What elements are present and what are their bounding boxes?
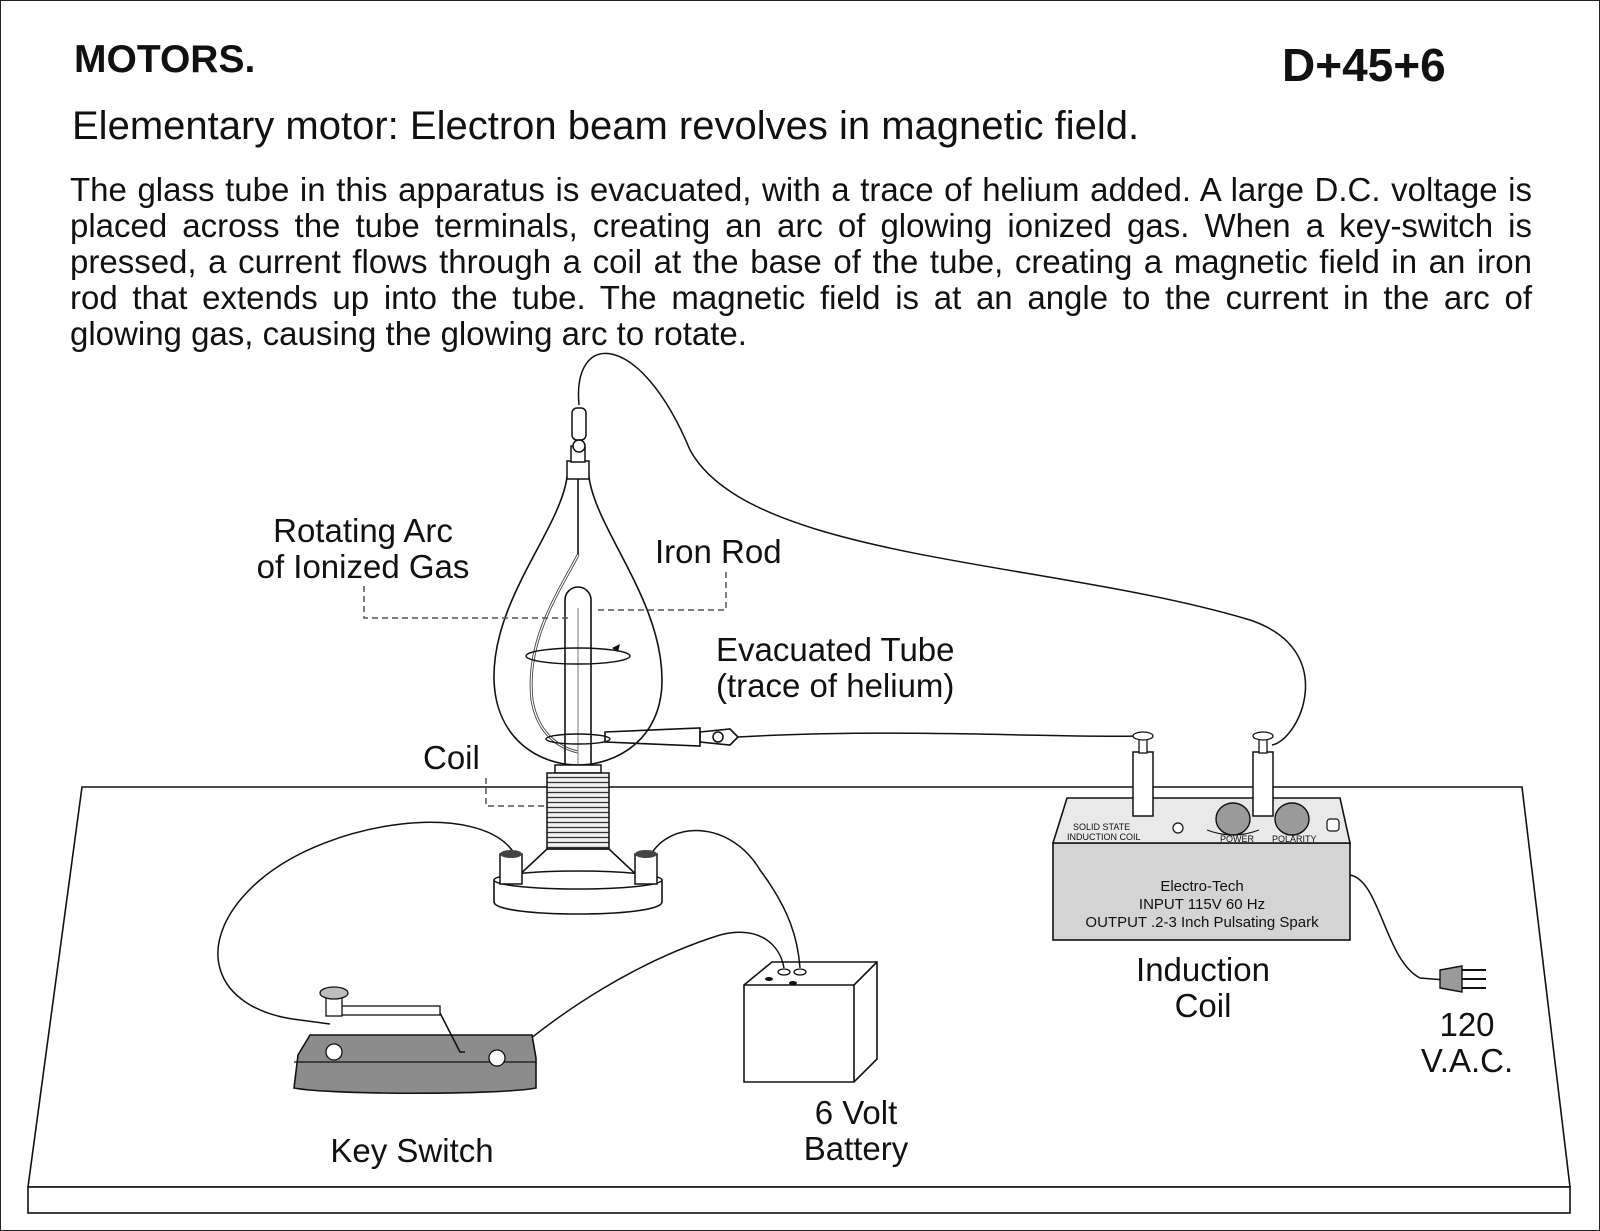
key-switch bbox=[293, 986, 537, 1095]
wire-side-electrode bbox=[737, 732, 1143, 738]
label-vac-line2: V.A.C. bbox=[1421, 1042, 1513, 1079]
coil-and-stand bbox=[493, 764, 663, 915]
wire-coil-to-battery bbox=[649, 829, 801, 969]
wire-power-cord bbox=[1349, 874, 1446, 981]
wire-keyswitch-to-battery bbox=[496, 931, 785, 1068]
label-iron-rod: Iron Rod bbox=[655, 533, 782, 570]
input-spec-text: INPUT 115V 60 Hz bbox=[1139, 896, 1265, 913]
output-spec-text: OUTPUT .2-3 Inch Pulsating Spark bbox=[1085, 914, 1319, 931]
demo-subtitle: Elementary motor: Electron beam revolves… bbox=[72, 104, 1140, 148]
demo-description: The glass tube in this apparatus is evac… bbox=[70, 171, 1532, 352]
label-evacuated-tube-line2: (trace of helium) bbox=[716, 667, 954, 704]
panel-label-2: INDUCTION COIL bbox=[1067, 832, 1141, 842]
wire-top-electrode bbox=[577, 352, 1307, 746]
label-induction-coil-line1: Induction bbox=[1136, 951, 1270, 988]
power-plug bbox=[1439, 965, 1486, 993]
side-clip bbox=[699, 728, 740, 746]
label-coil: Coil bbox=[423, 739, 480, 776]
label-rotating-arc-line2: of Ionized Gas bbox=[257, 548, 470, 585]
wire-coil-to-keyswitch bbox=[217, 821, 515, 1025]
panel-label-1: SOLID STATE bbox=[1073, 822, 1130, 832]
label-battery-line2: Battery bbox=[804, 1130, 909, 1167]
induction-coil-unit: SOLID STATE INDUCTION COIL POWER POLARIT… bbox=[1051, 731, 1351, 941]
label-battery-line1: 6 Volt bbox=[815, 1094, 898, 1131]
leader-lines bbox=[363, 572, 727, 807]
brand-text: Electro-Tech bbox=[1160, 878, 1243, 895]
wires bbox=[217, 352, 1446, 1068]
label-rotating-arc-line1: Rotating Arc bbox=[273, 512, 453, 549]
label-vac-line1: 120 bbox=[1439, 1006, 1494, 1043]
evacuated-tube bbox=[493, 445, 701, 766]
category-heading: MOTORS. bbox=[74, 38, 256, 81]
label-induction-coil-line2: Coil bbox=[1175, 987, 1232, 1024]
power-knob-label: POWER bbox=[1220, 834, 1255, 844]
polarity-knob-label: POLARITY bbox=[1272, 834, 1317, 844]
label-key-switch: Key Switch bbox=[330, 1132, 493, 1169]
battery bbox=[743, 961, 878, 1083]
labels: Rotating Arc of Ionized Gas Iron Rod Eva… bbox=[257, 512, 1514, 1169]
top-clip bbox=[571, 407, 587, 453]
label-evacuated-tube-line1: Evacuated Tube bbox=[716, 631, 955, 668]
demo-code: D+45+6 bbox=[1282, 39, 1446, 91]
